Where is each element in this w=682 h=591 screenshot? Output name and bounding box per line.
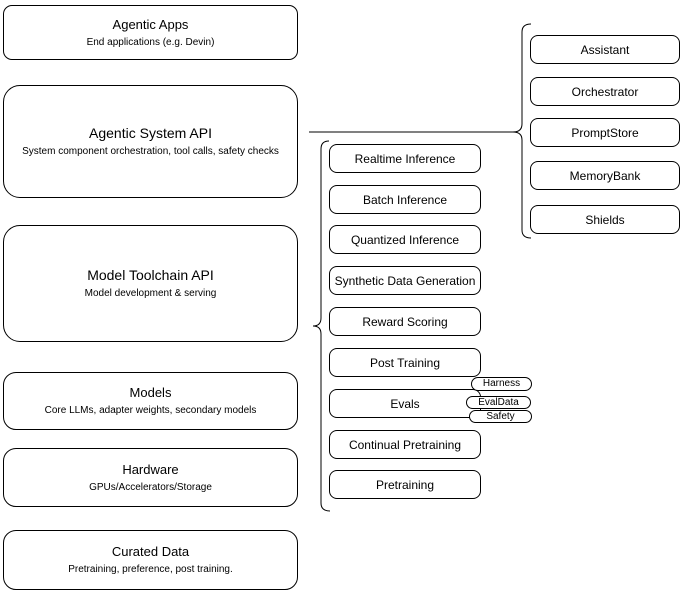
system-component-shields: Shields	[530, 205, 680, 234]
system-component-orchestrator: Orchestrator	[530, 77, 680, 106]
node-agentic-system-api-title: Agentic System API	[89, 125, 212, 141]
node-curated-data: Curated Data Pretraining, preference, po…	[3, 530, 298, 590]
node-agentic-apps: Agentic Apps End applications (e.g. Devi…	[3, 5, 298, 60]
toolchain-item-label: Continual Pretraining	[348, 437, 462, 452]
eval-tag-safety: Safety	[469, 410, 532, 423]
system-component-label: Assistant	[580, 42, 630, 57]
node-agentic-apps-title: Agentic Apps	[112, 16, 189, 32]
eval-tag-label: EvalData	[478, 396, 519, 408]
node-agentic-system-api-subtitle: System component orchestration, tool cal…	[22, 146, 279, 157]
system-component-label: Orchestrator	[571, 84, 639, 99]
node-agentic-system-api: Agentic System API System component orch…	[3, 85, 298, 198]
node-curated-data-title: Curated Data	[111, 544, 190, 559]
node-models: Models Core LLMs, adapter weights, secon…	[3, 372, 298, 430]
node-agentic-apps-subtitle: End applications (e.g. Devin)	[86, 36, 215, 48]
system-components-brace	[512, 23, 532, 239]
system-component-assistant: Assistant	[530, 35, 680, 64]
system-component-label: MemoryBank	[569, 168, 641, 183]
node-curated-data-subtitle: Pretraining, preference, post training.	[68, 564, 233, 575]
toolchain-item-reward-scoring: Reward Scoring	[329, 307, 481, 336]
node-model-toolchain-api: Model Toolchain API Model development & …	[3, 225, 298, 342]
toolchain-item-label: Quantized Inference	[350, 232, 460, 247]
node-models-subtitle: Core LLMs, adapter weights, secondary mo…	[44, 405, 257, 416]
node-model-toolchain-api-title: Model Toolchain API	[87, 267, 214, 283]
toolchain-item-pretraining: Pretraining	[329, 470, 481, 499]
toolchain-item-label: Realtime Inference	[354, 151, 456, 166]
node-models-title: Models	[129, 385, 172, 400]
toolchain-item-label: Reward Scoring	[362, 314, 448, 329]
toolchain-item-quantized-inference: Quantized Inference	[329, 225, 481, 254]
system-component-memorybank: MemoryBank	[530, 161, 680, 190]
eval-tag-label: Harness	[482, 378, 521, 389]
eval-tag-harness: Harness	[471, 377, 532, 391]
toolchain-item-continual-pretraining: Continual Pretraining	[329, 430, 481, 459]
node-hardware: Hardware GPUs/Accelerators/Storage	[3, 448, 298, 507]
toolchain-item-post-training: Post Training	[329, 348, 481, 377]
toolchain-item-label: Synthetic Data Generation	[334, 273, 476, 288]
toolchain-item-label: Post Training	[369, 355, 441, 370]
system-component-label: PromptStore	[571, 125, 639, 140]
toolchain-item-label: Evals	[390, 396, 420, 411]
toolchain-item-label: Batch Inference	[362, 192, 448, 207]
toolchain-item-synthetic-data-generation: Synthetic Data Generation	[329, 266, 481, 295]
toolchain-item-evals: Evals	[329, 389, 481, 418]
node-hardware-title: Hardware	[122, 461, 179, 477]
system-component-label: Shields	[585, 212, 625, 227]
eval-tag-label: Safety	[486, 410, 515, 422]
toolchain-item-realtime-inference: Realtime Inference	[329, 144, 481, 173]
eval-tag-evaldata: EvalData	[466, 396, 531, 409]
node-model-toolchain-api-subtitle: Model development & serving	[84, 288, 217, 299]
toolchain-item-batch-inference: Batch Inference	[329, 185, 481, 214]
system-component-promptstore: PromptStore	[530, 118, 680, 147]
toolchain-item-label: Pretraining	[375, 477, 435, 492]
toolchain-group-brace	[312, 140, 331, 512]
node-hardware-subtitle: GPUs/Accelerators/Storage	[89, 481, 212, 493]
